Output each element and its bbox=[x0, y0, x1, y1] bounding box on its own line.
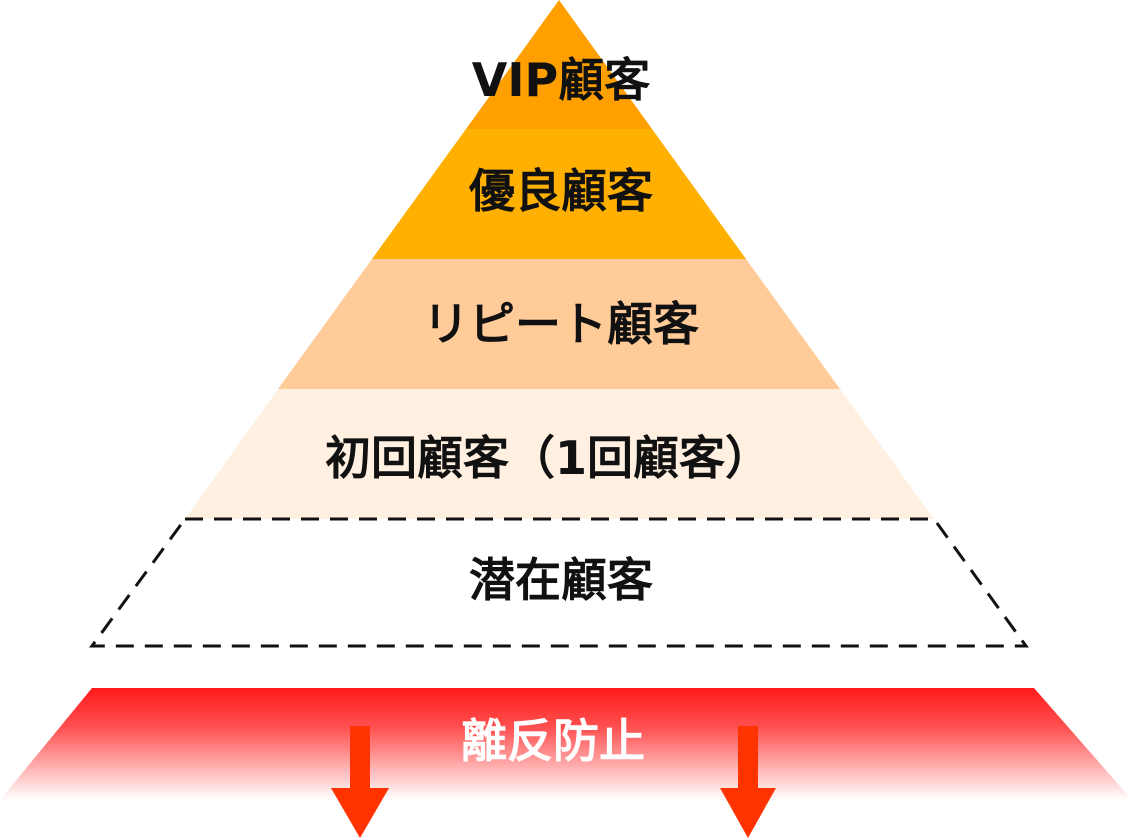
arrow-down-icon-left bbox=[331, 726, 389, 838]
tier-potential-label: 潜在顧客 bbox=[469, 553, 653, 607]
tier-excellent-shape bbox=[372, 129, 746, 259]
tier-repeat-label: リピート顧客 bbox=[423, 297, 699, 351]
tier-first-time-label: 初回顧客（1回顧客） bbox=[325, 431, 771, 485]
tier-vip-shape bbox=[466, 0, 652, 129]
retention-band bbox=[0, 688, 1132, 800]
arrow-down-icon-right bbox=[720, 726, 776, 838]
tier-excellent-label: 優良顧客 bbox=[468, 164, 653, 218]
retention-band-label: 離反防止 bbox=[461, 714, 645, 768]
tier-vip-label: VIP顧客 bbox=[472, 53, 650, 107]
tier-repeat-shape bbox=[278, 259, 840, 389]
tier-first-time-shape bbox=[185, 389, 934, 519]
tier-potential-outline bbox=[89, 517, 1029, 648]
